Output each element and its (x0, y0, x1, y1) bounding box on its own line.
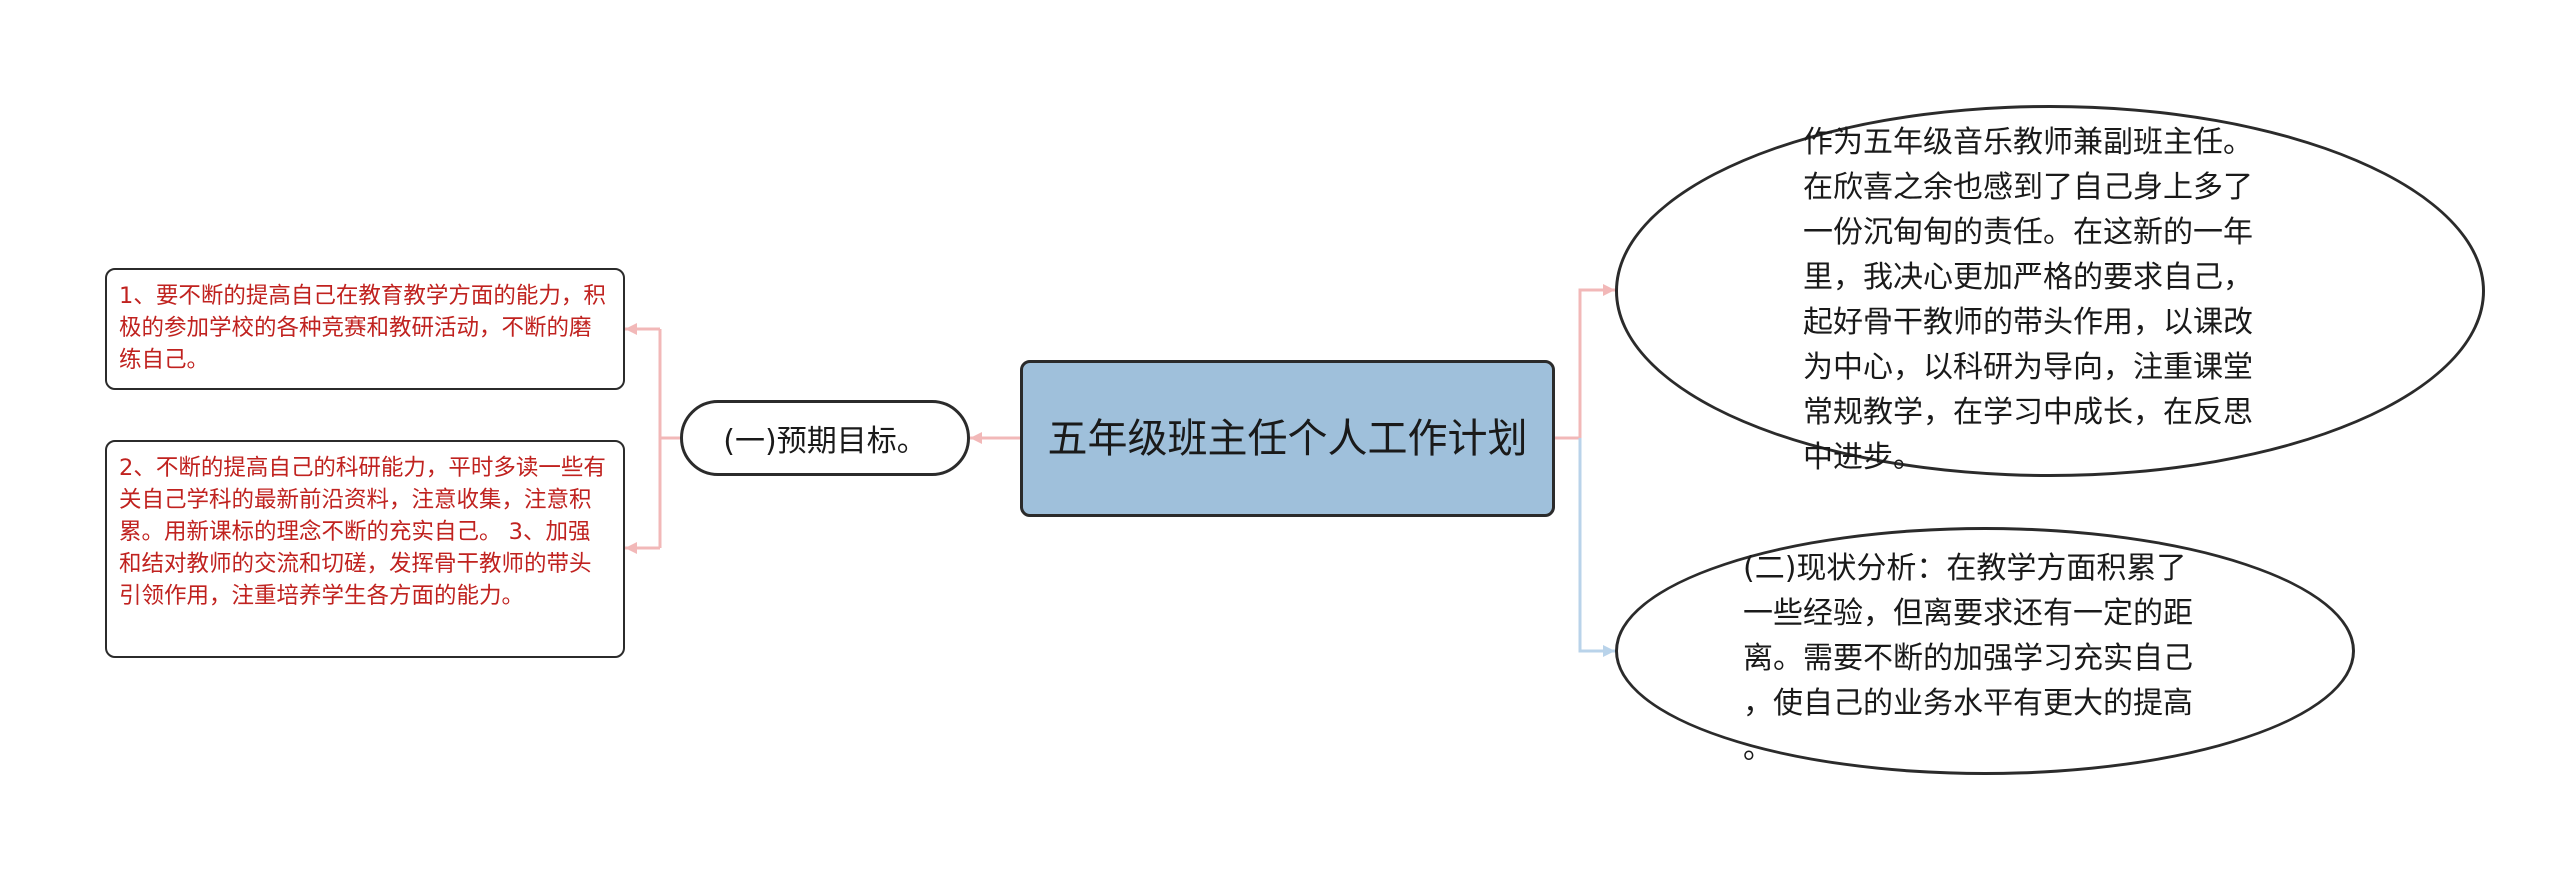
branch-goals[interactable]: (一)预期目标。 (680, 400, 970, 476)
link-center-to-right (1555, 288, 1615, 440)
goal-leaf-2-text: 2、不断的提高自己的科研能力，平时多读一些有关自己学科的最新前沿资料，注意收集，… (119, 455, 606, 609)
central-topic[interactable]: 五年级班主任个人工作计划 (1020, 360, 1555, 517)
intro-node[interactable]: 作为五年级音乐教师兼副班主任。 在欣喜之余也感到了自己身上多了 一份沉甸甸的责任… (1615, 105, 2485, 477)
arrowhead-right1 (1603, 284, 1615, 296)
goal-leaf-1-text: 1、要不断的提高自己在教育教学方面的能力，积极的参加学校的各种竞赛和教研活动，不… (119, 283, 606, 373)
arrowhead-leaf1 (625, 323, 637, 335)
central-topic-label: 五年级班主任个人工作计划 (1047, 415, 1528, 462)
goal-leaf-1[interactable]: 1、要不断的提高自己在教育教学方面的能力，积极的参加学校的各种竞赛和教研活动，不… (105, 268, 625, 390)
arrowhead-leaf2 (625, 542, 637, 554)
link-center-to-analysis (1578, 438, 1615, 653)
arrowhead-analysis (1603, 645, 1615, 657)
link-goals-to-leaves (625, 327, 680, 550)
analysis-node[interactable]: (二)现状分析：在教学方面积累了 一些经验，但离要求还有一定的距 离。需要不断的… (1615, 527, 2355, 775)
arrowhead-goals (970, 432, 982, 444)
intro-node-text: 作为五年级音乐教师兼副班主任。 在欣喜之余也感到了自己身上多了 一份沉甸甸的责任… (1803, 125, 2253, 475)
analysis-node-text: (二)现状分析：在教学方面积累了 一些经验，但离要求还有一定的距 离。需要不断的… (1743, 551, 2193, 766)
goal-leaf-2[interactable]: 2、不断的提高自己的科研能力，平时多读一些有关自己学科的最新前沿资料，注意收集，… (105, 440, 625, 658)
branch-goals-label: (一)预期目标。 (723, 424, 927, 459)
